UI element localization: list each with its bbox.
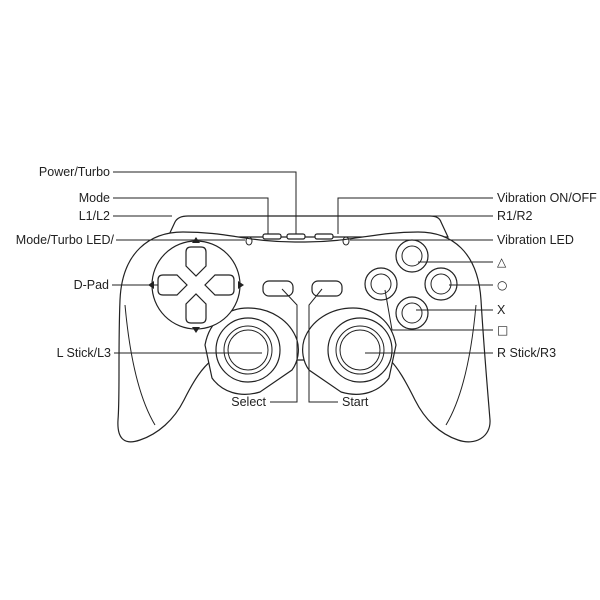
leader-square (384, 289, 493, 331)
face-button-cross[interactable] (395, 296, 429, 330)
mode-turbo-led-icon (245, 236, 253, 246)
label-triangle: △ (497, 255, 507, 269)
face-button-circle[interactable] (424, 267, 458, 301)
select-button[interactable] (262, 280, 294, 297)
label-d-pad: D-Pad (74, 278, 109, 292)
label-mode: Mode (79, 191, 110, 205)
right-stick-cap (339, 329, 381, 371)
vibration-led-icon (342, 236, 350, 246)
right-stick-mid (335, 325, 385, 375)
label-l-stick: L Stick/L3 (57, 346, 111, 360)
label-r-stick: R Stick/R3 (497, 346, 556, 360)
left-stick-cap (227, 329, 269, 371)
leader-mode (113, 197, 269, 234)
label-vibration-led: Vibration LED (497, 233, 574, 247)
label-square: □ (497, 323, 508, 337)
label-mode-turbo-led: Mode/Turbo LED/ (16, 233, 115, 247)
left-stick-outer[interactable] (215, 317, 281, 383)
dpad-left-button[interactable] (157, 274, 188, 296)
label-start: Start (342, 395, 369, 409)
face-button-square[interactable] (364, 267, 398, 301)
dpad-right-button[interactable] (204, 274, 235, 296)
label-l1-l2: L1/L2 (79, 209, 110, 223)
left-stick-mid (223, 325, 273, 375)
leader-vibration-on-off (337, 197, 493, 234)
face-button-circle-cap (430, 273, 452, 295)
label-cross: X (497, 303, 506, 317)
inner-contour-left (124, 304, 156, 426)
dpad-down-arrow-icon (192, 327, 200, 333)
face-button-cross-cap (401, 302, 423, 324)
power-turbo-button[interactable] (286, 233, 306, 240)
dpad-down-button[interactable] (185, 293, 207, 324)
label-power-turbo: Power/Turbo (39, 165, 110, 179)
label-vibration-on-off: Vibration ON/OFF (497, 191, 597, 205)
label-circle: ○ (497, 278, 507, 292)
leader-start (308, 288, 338, 403)
label-r1-r2: R1/R2 (497, 209, 532, 223)
face-button-triangle-cap (401, 245, 423, 267)
right-stick-outer[interactable] (327, 317, 393, 383)
dpad-right-arrow-icon (238, 281, 244, 289)
dpad-up-button[interactable] (185, 246, 207, 277)
leader-select (270, 288, 298, 403)
face-button-triangle[interactable] (395, 239, 429, 273)
vibration-on-off-button[interactable] (314, 233, 334, 240)
start-button[interactable] (311, 280, 343, 297)
label-select: Select (231, 395, 266, 409)
inner-contour-right (445, 304, 477, 426)
face-button-square-cap (370, 273, 392, 295)
leader-power-turbo (113, 171, 297, 234)
shoulder-bumpers (167, 215, 449, 238)
mode-button[interactable] (262, 233, 282, 240)
